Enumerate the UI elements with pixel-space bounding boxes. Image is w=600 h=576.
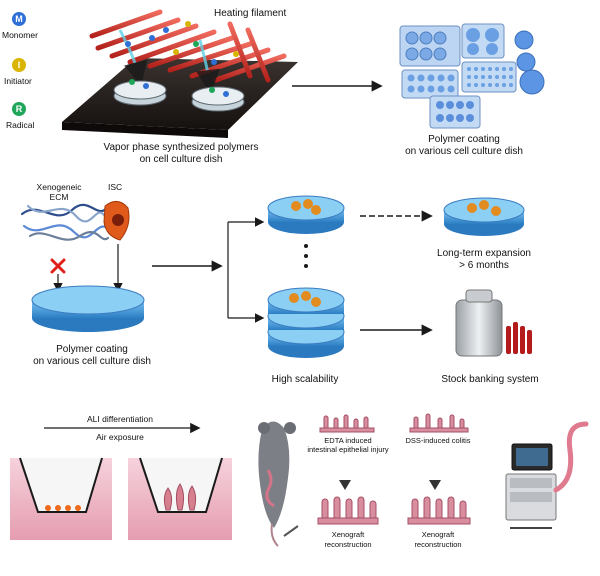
stock-label: Stock banking system (441, 374, 539, 385)
xenograft-1-line1: Xenograft (331, 530, 365, 539)
platform (62, 58, 298, 130)
heating-filament-rods (89, 9, 287, 83)
coating-caption-line1: Polymer coating (428, 134, 500, 145)
culture-dishes-in-chamber (113, 80, 245, 112)
tissue-dss-colitis (409, 413, 469, 433)
cryo-tank (455, 289, 532, 357)
transwell-start (10, 457, 112, 540)
xenograft-1-line2: reconstruction (324, 540, 372, 549)
vapor-streams (118, 29, 220, 94)
mouse-illustration (258, 421, 299, 547)
legend-monomer-label: Monomer (2, 30, 38, 40)
heating-filament-label: Heating filament (214, 8, 287, 19)
ecm-fibers (20, 203, 112, 241)
xenograft-2-line1: Xenograft (421, 530, 455, 539)
coated-dish-large (31, 285, 145, 332)
tissue-xenograft-2 (407, 496, 471, 525)
ecm-label-line2: ECM (49, 192, 69, 202)
stacked-dishes (267, 287, 345, 358)
coated-culture-plates (399, 23, 545, 129)
air-exposure-label: Air exposure (96, 432, 144, 442)
coating-caption-line2: on various cell culture dish (405, 146, 523, 157)
monomer-icon: M (12, 12, 26, 26)
legend-initiator-label: Initiator (4, 76, 32, 86)
legend-radical-label: Radical (6, 120, 35, 130)
expanded-dish (443, 197, 525, 236)
edta-label-line1: EDTA induced (324, 436, 372, 445)
vapor-caption-line2: on cell culture dish (139, 154, 223, 165)
edta-label-line2: intestinal epithelial injury (307, 445, 389, 454)
radical-icon: R (12, 102, 26, 116)
initiator-icon: I (12, 58, 26, 72)
xenograft-2-line2: reconstruction (414, 540, 462, 549)
tissue-xenograft-1 (317, 496, 379, 525)
tissue-edta-injury (319, 414, 375, 433)
isc-cell (103, 201, 130, 241)
dish-caption-line1: Polymer coating (56, 344, 128, 355)
ali-label: ALI differentiation (87, 414, 153, 424)
endoscopy-cart (505, 421, 589, 529)
dish-caption-line2: on various cell culture dish (33, 356, 151, 367)
vapor-deposition-chamber (62, 9, 298, 138)
vapor-caption-line1: Vapor phase synthesized polymers (103, 142, 259, 153)
scalability-label: High scalability (271, 374, 339, 385)
x-mark-icon (50, 258, 66, 274)
ecm-label-line1: Xenogeneic (36, 182, 82, 192)
expansion-label-line2: > 6 months (459, 260, 509, 271)
expansion-label-line1: Long-term expansion (437, 248, 531, 259)
molecule-beads (125, 21, 239, 97)
ellipsis-dots (304, 244, 308, 268)
expansion-dish-top (267, 195, 345, 234)
transwell-differentiated (128, 457, 232, 540)
dss-label: DSS-induced colitis (405, 436, 471, 445)
down-triangle-icons (339, 480, 441, 490)
isc-label: ISC (108, 182, 123, 192)
